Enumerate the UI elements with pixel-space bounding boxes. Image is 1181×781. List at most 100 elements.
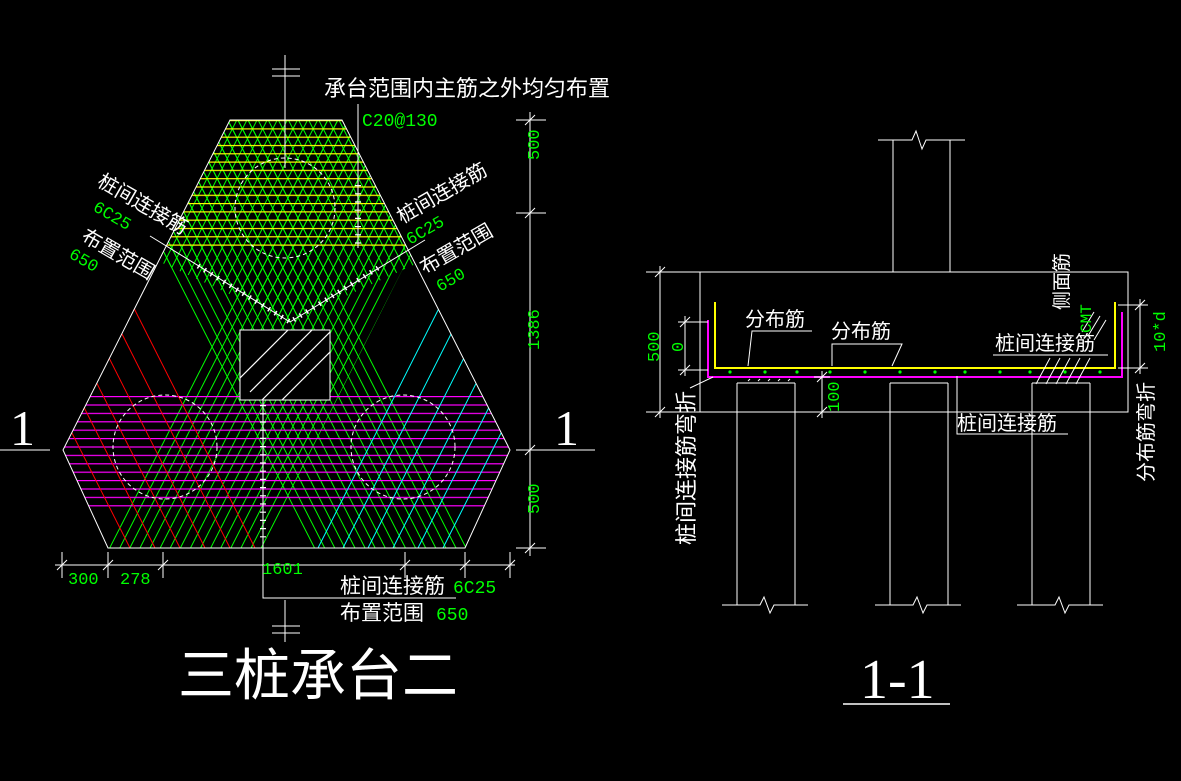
bottom-range-label: 布置范围: [340, 601, 424, 625]
pile-cap-outline: [62, 119, 511, 549]
connecting-bar-hatch: [1035, 357, 1091, 385]
section-mark-right: 1: [554, 400, 579, 456]
hatch-stroke: [1087, 315, 1101, 337]
column-hatch-line: [249, 330, 313, 393]
tick-mark: [816, 406, 828, 418]
pile-left: [722, 382, 808, 615]
hatch-stroke: [1093, 319, 1107, 341]
dim-width-1601: 1601: [262, 561, 303, 580]
connecting-bar-bend-leader: [689, 376, 714, 389]
main-bar-dot: [1098, 370, 1102, 374]
tick-mark: [816, 371, 828, 383]
dim-edge-300: 300: [68, 571, 99, 590]
connecting-bar-magenta: [707, 312, 1123, 378]
pile-break-line: [875, 595, 961, 615]
main-bar-dot: [828, 370, 832, 374]
distribution-bar-1-leader: [747, 330, 812, 367]
cyan-rebar-line: [442, 120, 510, 548]
hatch-stroke: [1055, 357, 1071, 385]
connecting-bar-ticks-left: [196, 263, 292, 325]
bottom-range-value: 650: [436, 606, 468, 626]
hatch-stroke: [1045, 357, 1061, 385]
main-bar-dot: [863, 370, 867, 374]
main-bar-dot: [933, 370, 937, 374]
middle-horizontal-rebar: [63, 395, 510, 507]
red-rebar-line: [63, 120, 156, 548]
bar-mark: [747, 378, 751, 382]
tick-mark: [459, 559, 471, 571]
main-bar-dot: [998, 370, 1002, 374]
connecting-bar-label-upper: 桩间连接筋: [995, 331, 1095, 355]
main-bar-dots: [728, 370, 1102, 374]
dim-top-depth: 500: [526, 129, 545, 160]
column-section: [239, 329, 331, 401]
column-hatch-line: [281, 351, 330, 400]
dim-bottom-depth: 500: [526, 483, 545, 514]
distribution-bar-2-leader: [831, 343, 903, 367]
bar-mark: [777, 378, 781, 382]
pile-right: [1017, 382, 1103, 615]
column-break-line: [878, 129, 965, 151]
distribution-bar-label-1: 分布筋: [745, 307, 805, 331]
hatch-stroke: [1065, 357, 1081, 385]
column-hatch-line: [240, 330, 289, 379]
plan-view: 500 1386 500 300 278 1601 承台范围内主筋之外均匀布置 …: [0, 55, 610, 708]
cyan-rebar-line: [417, 120, 510, 548]
side-bar-label: 侧面筋: [1051, 253, 1073, 310]
tick-mark: [679, 364, 691, 376]
connecting-bar-bend-label: 桩间连接筋弯折: [675, 391, 700, 545]
tick-mark: [524, 114, 536, 126]
tick-mark: [399, 559, 411, 571]
cap-depth-dimension: [646, 266, 700, 418]
pile-break-line: [722, 595, 808, 615]
dim-pile-embed: 100: [826, 381, 845, 412]
main-bar-dot: [763, 370, 767, 374]
pile-circle-top: [234, 157, 336, 259]
connecting-bar-lower-leader: [956, 376, 1068, 435]
hatch-stroke: [1035, 357, 1051, 385]
red-rebar-line: [63, 120, 131, 548]
tick-mark: [1134, 299, 1146, 311]
distribution-bar-yellow: [714, 302, 1116, 369]
main-bar-dot: [963, 370, 967, 374]
cyan-rebar-line: [392, 120, 510, 548]
top-note-spec: C20@130: [362, 112, 438, 132]
side-bar-hatch: [1081, 311, 1107, 341]
pile-circle-bottom-left: [112, 394, 218, 500]
main-bar-dot: [898, 370, 902, 374]
bar-mark: [767, 378, 771, 382]
dim-edge-278: 278: [120, 571, 151, 590]
bar-mark: [787, 378, 791, 382]
tick-mark: [157, 559, 169, 571]
pile-cap-section: [699, 271, 1129, 413]
connecting-bar-leader-right: [289, 239, 426, 323]
tick-mark: [679, 316, 691, 328]
tick-mark: [654, 406, 666, 418]
main-bar-dot: [1063, 370, 1067, 374]
tick-mark: [524, 444, 536, 456]
hatch-stroke: [1081, 311, 1095, 333]
bottom-connecting-bar-spec: 6C25: [453, 579, 496, 599]
right-connecting-bar-label: 桩间连接筋: [393, 158, 492, 229]
tick-mark: [504, 559, 516, 571]
pile-circle-bottom-right: [350, 394, 456, 500]
plan-title: 三桩承台二: [178, 646, 458, 708]
tick-mark: [524, 542, 536, 554]
dim-zero: 0: [670, 342, 689, 352]
pile-middle: [875, 382, 961, 615]
pile-top-bar-marks: [747, 378, 791, 382]
dim-bend-length: 10*d: [1152, 311, 1171, 352]
tick-mark: [1134, 362, 1146, 374]
bar-offset-dimension: [678, 316, 708, 376]
side-bar-spec: CMT: [1078, 304, 1096, 333]
bottom-connecting-bar-label: 桩间连接筋: [340, 574, 445, 598]
section-mark-left: 1: [10, 400, 35, 456]
main-bar-dot: [728, 370, 732, 374]
pile-embed-dimension: [814, 371, 830, 418]
section-title: 1-1: [860, 649, 935, 711]
distribution-bar-label-2: 分布筋: [831, 319, 891, 343]
bend-length-dimension: [1118, 299, 1148, 374]
tick-mark: [524, 207, 536, 219]
